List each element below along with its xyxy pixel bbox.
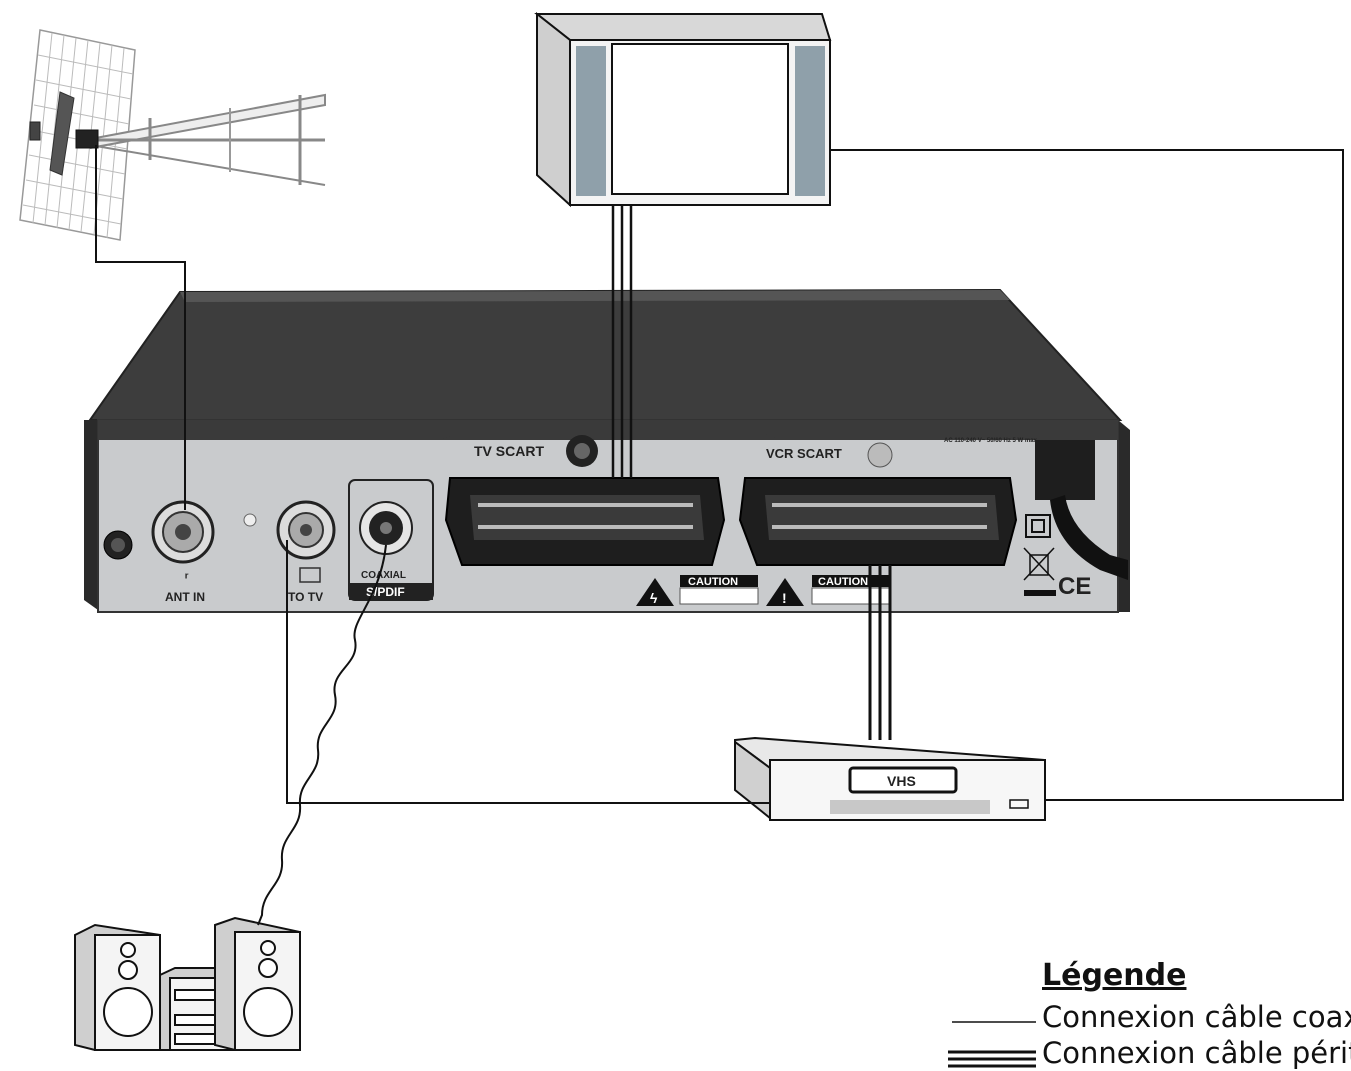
antenna-icon: [19, 29, 326, 241]
double-insulation-icon: [1025, 514, 1051, 538]
coaxial-label: COAXIAL: [361, 570, 406, 581]
weee-bin-icon: [1023, 547, 1055, 581]
coaxial-cable-antenna: [95, 145, 186, 510]
hifi-system-icon: [74, 916, 301, 1051]
legend-scart-swatch: [948, 1050, 1036, 1068]
warning-icon: !: [766, 578, 804, 606]
svg-text:!: !: [782, 590, 787, 606]
coaxial-spdif-connector[interactable]: [359, 501, 413, 555]
vcr-scart-label: VCR SCART: [766, 446, 842, 461]
warning-icon: ϟ: [636, 578, 674, 606]
spdif-cable-hifi: [257, 544, 387, 926]
receiver-device: ANT IN ʳ TO TV COAXIAL S/PDIF TV SCART: [84, 288, 1130, 613]
legend-item-coaxial: Connexion câble coaxial: [1042, 1000, 1351, 1034]
vcr-icon: VHS: [734, 736, 1046, 821]
vcr-scart-connector[interactable]: [738, 477, 1018, 566]
svg-text:ϟ: ϟ: [650, 590, 658, 606]
legend-title: Légende: [1042, 958, 1187, 993]
svg-text:CAUTION: CAUTION: [688, 576, 738, 588]
to-tv-label: TO TV: [288, 590, 323, 604]
tv-scart-connector[interactable]: [444, 477, 726, 566]
coaxial-cable-tv-vcr-loop: [286, 149, 1344, 804]
power-rating-label: AC 110-240 V~ 50/60 Hz 5 W max.: [944, 438, 1039, 444]
scart-cable-tv: [611, 205, 633, 478]
caution-label-left: CAUTION: [679, 575, 759, 605]
vcr-label: VHS: [887, 773, 916, 789]
scart-cable-vcr: [868, 565, 892, 740]
ce-mark: CE: [1058, 573, 1091, 600]
svg-text:ʳ: ʳ: [185, 569, 189, 585]
legend-item-scart: Connexion câble péritel: [1042, 1036, 1351, 1070]
ant-in-connector[interactable]: [151, 500, 215, 564]
power-cable-icon: [1035, 440, 1128, 580]
ant-in-label: ANT IN: [165, 590, 205, 604]
caution-label-right: CAUTION: [811, 575, 891, 605]
to-tv-connector[interactable]: [276, 500, 336, 560]
svg-text:CAUTION: CAUTION: [818, 576, 868, 588]
tv-scart-label: TV SCART: [474, 443, 544, 459]
television-icon: [534, 11, 832, 208]
